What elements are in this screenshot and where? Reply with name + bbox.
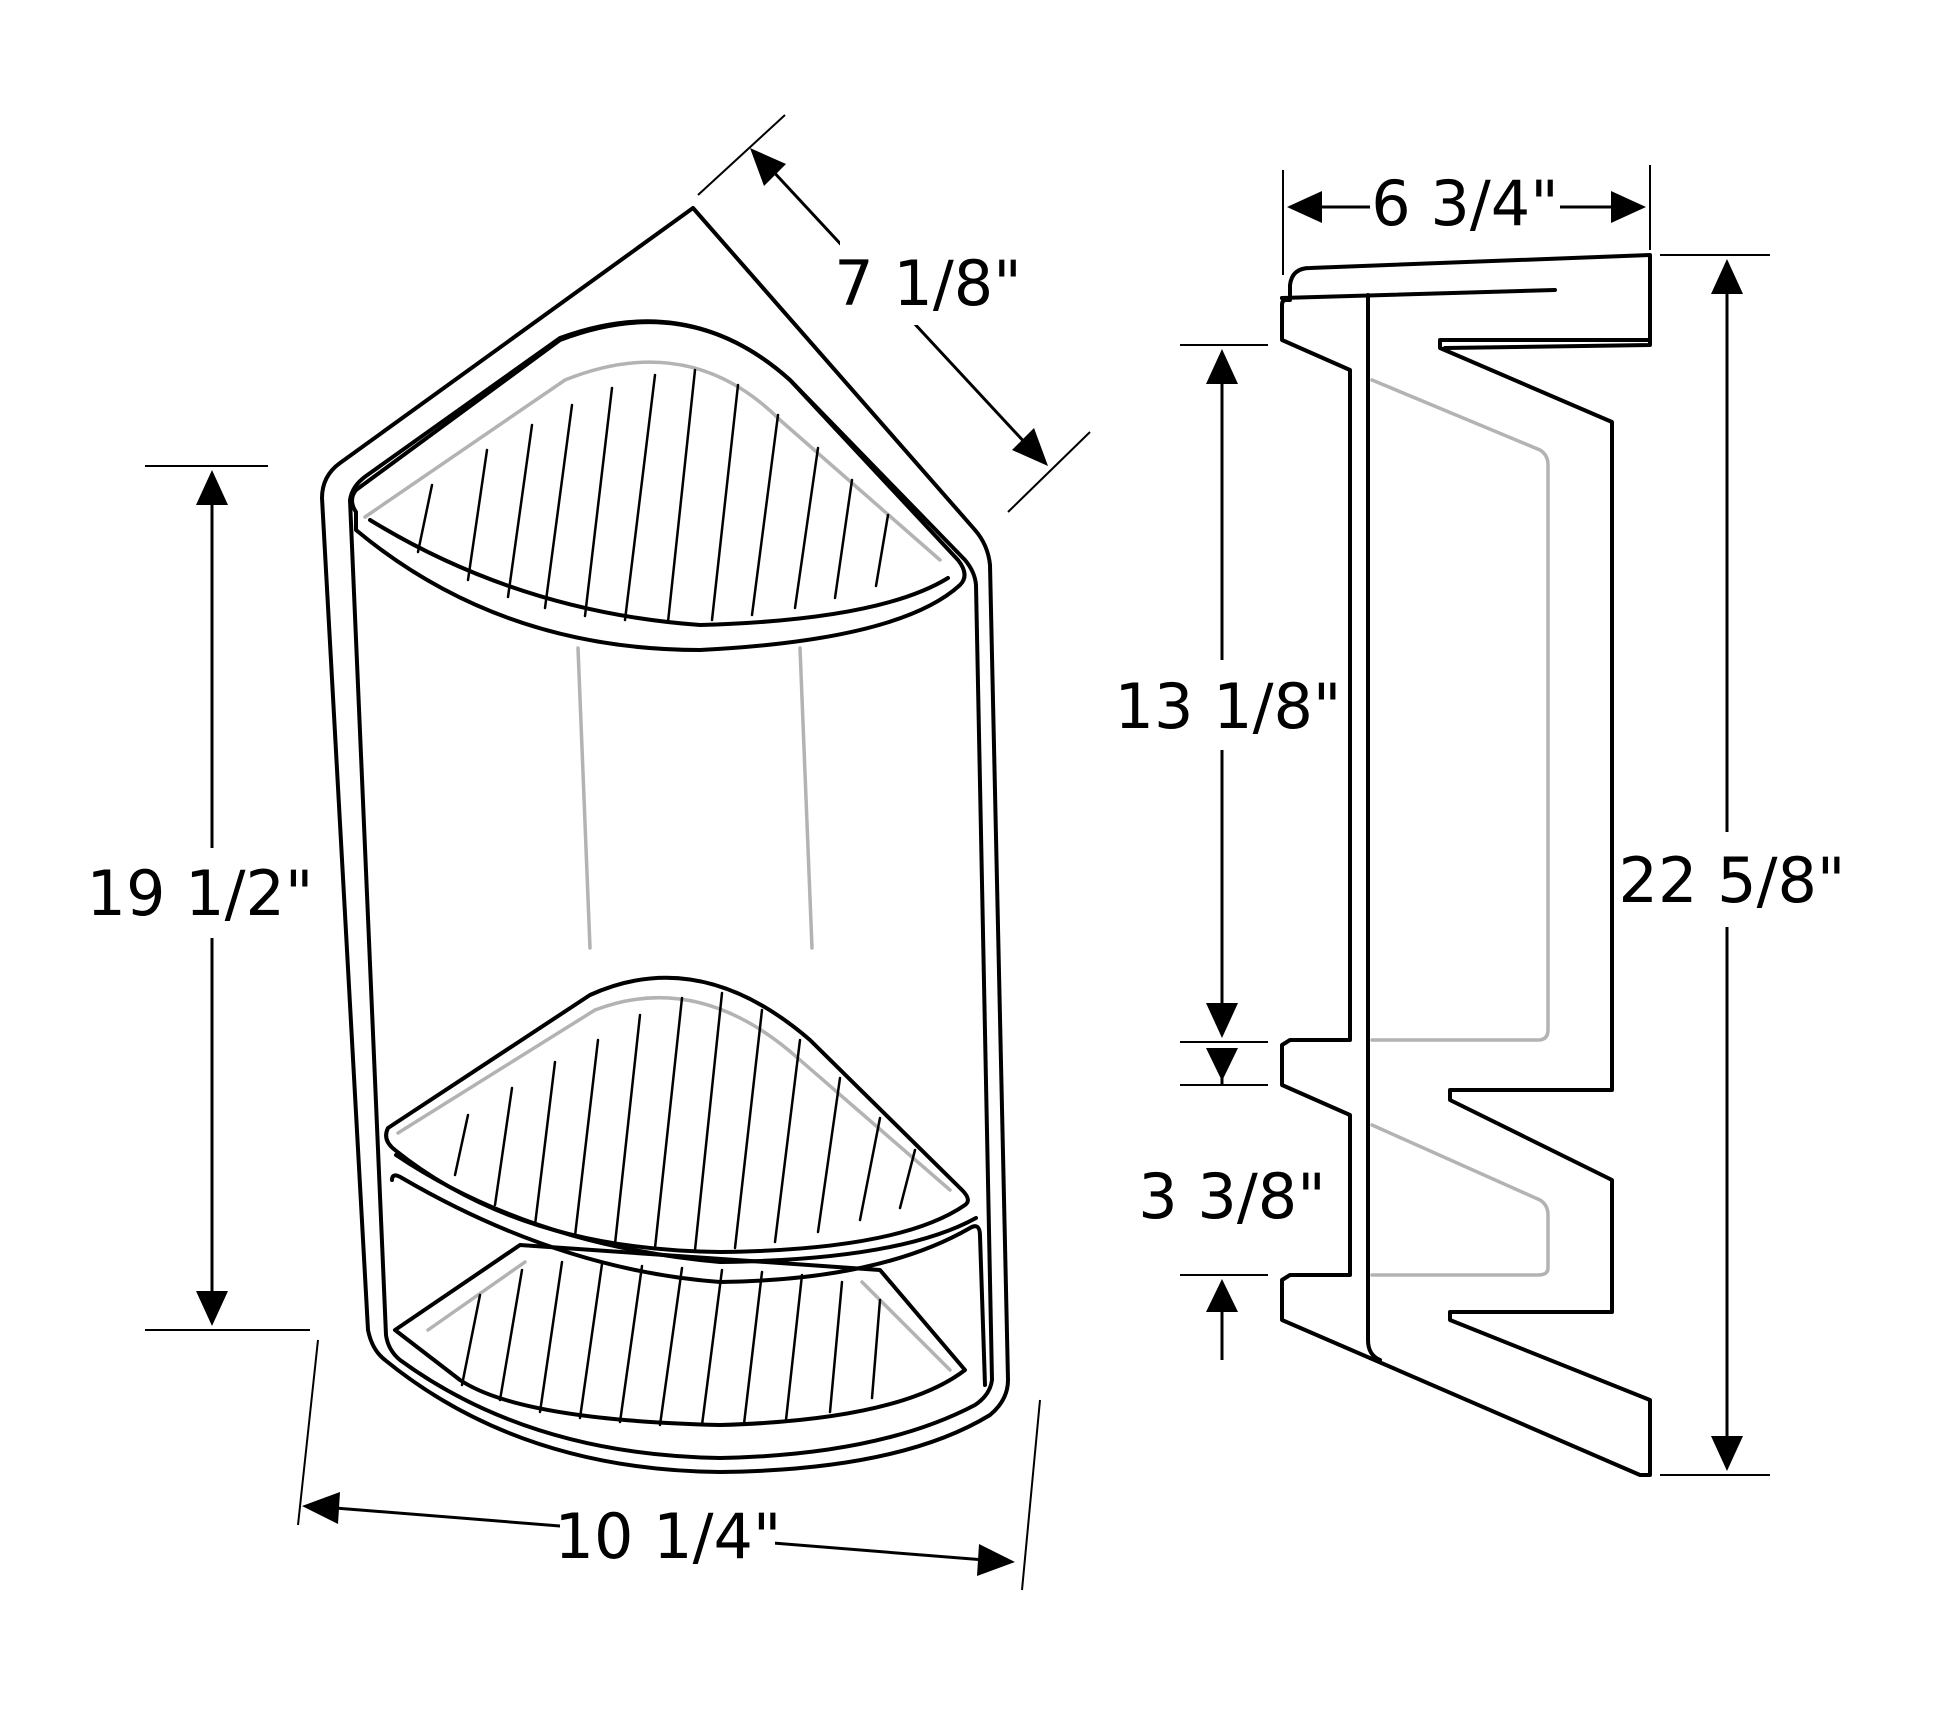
shelf-offset-label: 3 3/8"	[1138, 1160, 1325, 1233]
side-height-label: 22 5/8"	[1619, 844, 1846, 917]
top-shelf-rim	[350, 320, 967, 652]
shelf-spacing-arrow-bottom	[1206, 1003, 1238, 1038]
side-back-plate	[1288, 253, 1652, 350]
front-height-arrow-top	[196, 470, 228, 505]
side-front-face	[1366, 293, 1382, 1362]
top-depth-arrow-bottom	[1012, 428, 1048, 466]
bottom-shelf-basin	[393, 1243, 967, 1427]
shelf-offset-arrow-top	[1206, 1048, 1238, 1081]
middle-shelf-lip	[394, 1153, 978, 1264]
top-shelf-lip	[368, 518, 950, 627]
top-shelf-hidden-edge	[363, 360, 942, 562]
front-width-arrow-left	[302, 1492, 340, 1524]
side-profile-outline	[1280, 296, 1652, 1477]
side-height-arrow-top	[1711, 259, 1743, 294]
shelf-spacing-label: 13 1/8"	[1115, 670, 1342, 743]
middle-shelf-ribs	[453, 991, 917, 1252]
bottom-shelf-rim	[390, 1173, 987, 1387]
front-outer-body	[320, 206, 1010, 1474]
front-height-arrow-bottom	[196, 1291, 228, 1326]
top-depth-label: 7 1/8"	[834, 247, 1021, 320]
side-depth-arrow-right	[1611, 191, 1646, 223]
hidden-back-corner-left	[576, 646, 592, 950]
side-hidden-top-shelf	[1370, 378, 1550, 1042]
side-hidden-bottom-shelf	[1370, 1123, 1550, 1277]
dimension-annotations: 19 1/2" 10 1/4" 7 1/8" 6 3/4" 22 5/8"	[87, 114, 1846, 1591]
side-top-ledge	[1280, 288, 1557, 300]
top-shelf-ribs	[416, 368, 890, 624]
shelf-spacing-arrow-top	[1206, 349, 1238, 384]
bottom-shelf-hidden-edge	[426, 1260, 952, 1372]
side-depth-arrow-left	[1287, 191, 1322, 223]
front-width-arrow-right	[977, 1544, 1015, 1576]
front-height-label: 19 1/2"	[87, 857, 314, 930]
hidden-back-corner-right	[798, 646, 814, 950]
middle-shelf-hidden-edge	[396, 995, 952, 1192]
top-depth-arrow-top	[750, 148, 786, 186]
shelf-offset-arrow-bottom	[1206, 1279, 1238, 1312]
side-height-arrow-bottom	[1711, 1436, 1743, 1471]
bottom-shelf-ribs	[460, 1260, 882, 1427]
front-view	[320, 206, 1010, 1474]
side-depth-label: 6 3/4"	[1371, 167, 1558, 240]
middle-shelf-rim	[384, 975, 970, 1254]
side-view	[1280, 253, 1652, 1477]
front-width-label: 10 1/4"	[555, 1500, 782, 1573]
